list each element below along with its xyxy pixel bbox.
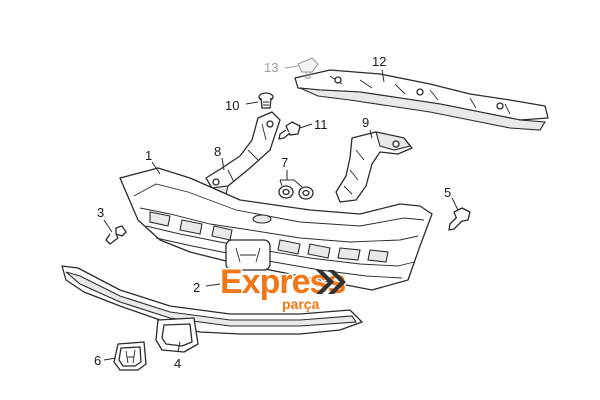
- part-1-grille: [119, 167, 433, 291]
- callout-1: 1: [145, 148, 152, 163]
- part-10-push-clip: [258, 92, 274, 109]
- part-5-bolt: [448, 207, 471, 231]
- part-6-emblem: [113, 341, 147, 371]
- part-7-washers: [278, 185, 314, 200]
- part-11-bolt: [278, 121, 301, 140]
- part-3-bolt: [105, 225, 127, 245]
- watermark-logo: Express parça: [219, 262, 348, 313]
- logo-main-text: Express: [220, 263, 345, 301]
- callout-labels: 1 2 3 4 5 6 7 8 9 10 11 12 13: [94, 54, 451, 371]
- callout-13: 13: [264, 60, 278, 75]
- leader-lines: [103, 65, 459, 361]
- callout-5: 5: [444, 185, 451, 200]
- callout-10: 10: [225, 98, 239, 113]
- logo-sub-text: parça: [282, 296, 320, 312]
- callout-3: 3: [97, 205, 104, 220]
- part-13-clip: [297, 57, 319, 79]
- part-9-right-bracket: [335, 131, 413, 203]
- callout-12: 12: [372, 54, 386, 69]
- callout-8: 8: [214, 144, 221, 159]
- callout-7: 7: [281, 155, 288, 170]
- callout-6: 6: [94, 353, 101, 368]
- callout-11: 11: [314, 117, 328, 132]
- callout-9: 9: [362, 115, 369, 130]
- callout-4: 4: [174, 356, 181, 371]
- part-12-upper-beam: [294, 69, 549, 131]
- callout-2: 2: [193, 280, 200, 295]
- part-4-lower-molding: [61, 265, 363, 353]
